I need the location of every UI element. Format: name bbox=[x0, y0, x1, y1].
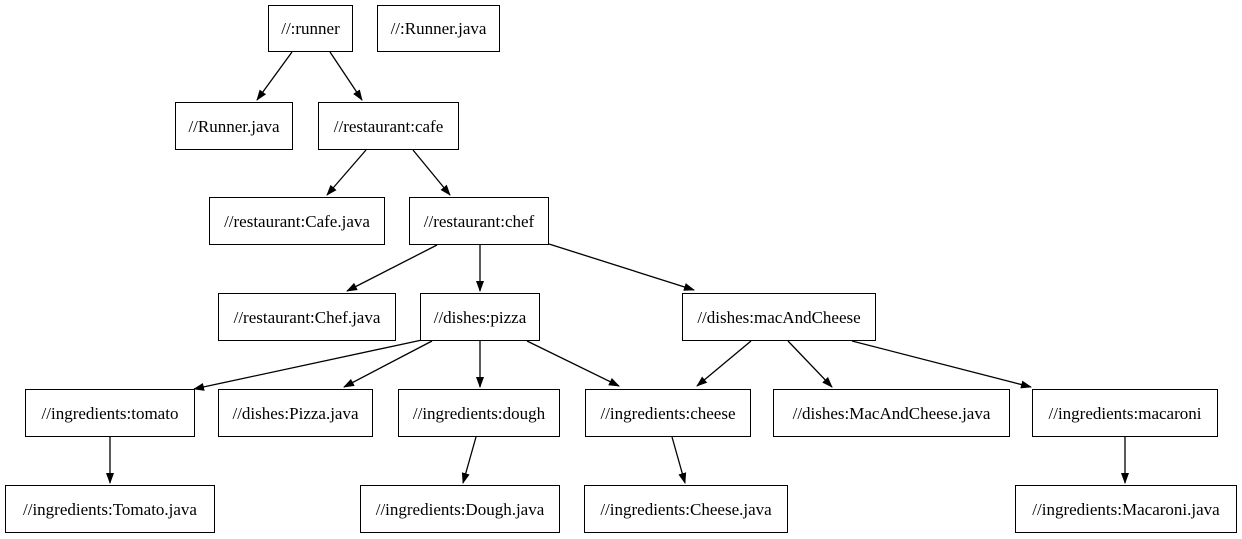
graph-node-macandcheese_java: //dishes:MacAndCheese.java bbox=[773, 389, 1010, 437]
graph-node-dough: //ingredients:dough bbox=[398, 389, 560, 437]
graph-node-label: //:runner bbox=[281, 19, 340, 38]
graph-node-cafe: //restaurant:cafe bbox=[318, 102, 459, 150]
graph-edge-cheese-to-cheese_java bbox=[671, 436, 687, 484]
graph-node-label: //ingredients:macaroni bbox=[1048, 403, 1202, 423]
graph-edge-macandcheese-to-cheese bbox=[696, 340, 752, 387]
graph-node-chef: //restaurant:chef bbox=[409, 197, 549, 245]
graph-edge-chef-to-chef_java bbox=[346, 244, 438, 292]
graph-edge-macandcheese-to-macandcheese_java bbox=[787, 340, 833, 388]
graph-edge-pizza-to-cheese bbox=[526, 340, 620, 387]
graph-node-pizza: //dishes:pizza bbox=[420, 293, 540, 341]
graph-edge-cafe-to-chef bbox=[412, 149, 451, 196]
graph-node-label: //ingredients:tomato bbox=[41, 403, 179, 423]
graph-node-cheese: //ingredients:cheese bbox=[585, 389, 751, 437]
graph-node-chef_java: //restaurant:Chef.java bbox=[218, 293, 396, 341]
graph-edge-dough-to-dough_java bbox=[461, 436, 477, 484]
graph-edge-runner-to-cafe bbox=[329, 51, 363, 101]
graph-node-label: //dishes:macAndCheese bbox=[697, 307, 861, 327]
graph-edge-cafe-to-cafe_java bbox=[326, 149, 367, 196]
graph-node-tomato: //ingredients:tomato bbox=[25, 389, 195, 437]
graph-node-cafe_java: //restaurant:Cafe.java bbox=[209, 197, 385, 245]
graph-edge-chef-to-macandcheese bbox=[548, 243, 695, 291]
graph-node-label: //dishes:Pizza.java bbox=[232, 403, 359, 423]
graph-node-pizza_java: //dishes:Pizza.java bbox=[218, 389, 373, 437]
graph-node-runner_java: //Runner.java bbox=[175, 102, 293, 150]
graph-edge-runner-to-runner_java bbox=[256, 51, 293, 101]
graph-node-dough_java: //ingredients:Dough.java bbox=[360, 485, 560, 533]
graph-node-label: //restaurant:chef bbox=[423, 211, 535, 231]
graph-node-label: //ingredients:Tomato.java bbox=[23, 499, 197, 519]
graph-node-label: //Runner.java bbox=[188, 116, 280, 136]
graph-edge-macandcheese-to-macaroni bbox=[851, 340, 1032, 389]
graph-node-runner: //:runner bbox=[268, 5, 353, 52]
graph-node-label: //ingredients:Dough.java bbox=[375, 499, 545, 519]
graph-node-label: //dishes:pizza bbox=[433, 307, 527, 327]
graph-node-cheese_java: //ingredients:Cheese.java bbox=[584, 485, 788, 533]
graph-edge-pizza-to-pizza_java bbox=[343, 340, 433, 388]
graph-node-label: //restaurant:Cafe.java bbox=[224, 211, 370, 231]
graph-node-runner_java_root: //:Runner.java bbox=[377, 5, 500, 52]
graph-node-macandcheese: //dishes:macAndCheese bbox=[682, 293, 876, 341]
graph-node-label: //ingredients:Macaroni.java bbox=[1032, 499, 1220, 519]
graph-node-tomato_java: //ingredients:Tomato.java bbox=[5, 485, 215, 533]
graph-node-label: //dishes:MacAndCheese.java bbox=[792, 403, 991, 423]
graph-node-label: //:Runner.java bbox=[390, 19, 487, 38]
graph-node-label: //ingredients:dough bbox=[412, 403, 546, 423]
graph-node-macaroni: //ingredients:macaroni bbox=[1032, 389, 1218, 437]
graph-node-label: //restaurant:cafe bbox=[333, 116, 444, 136]
graph-node-label: //ingredients:Cheese.java bbox=[600, 499, 772, 519]
graph-node-label: //ingredients:cheese bbox=[600, 403, 736, 423]
graph-node-label: //restaurant:Chef.java bbox=[233, 307, 381, 327]
graph-node-macaroni_java: //ingredients:Macaroni.java bbox=[1015, 485, 1237, 533]
graph-edge-pizza-to-tomato bbox=[193, 339, 423, 391]
